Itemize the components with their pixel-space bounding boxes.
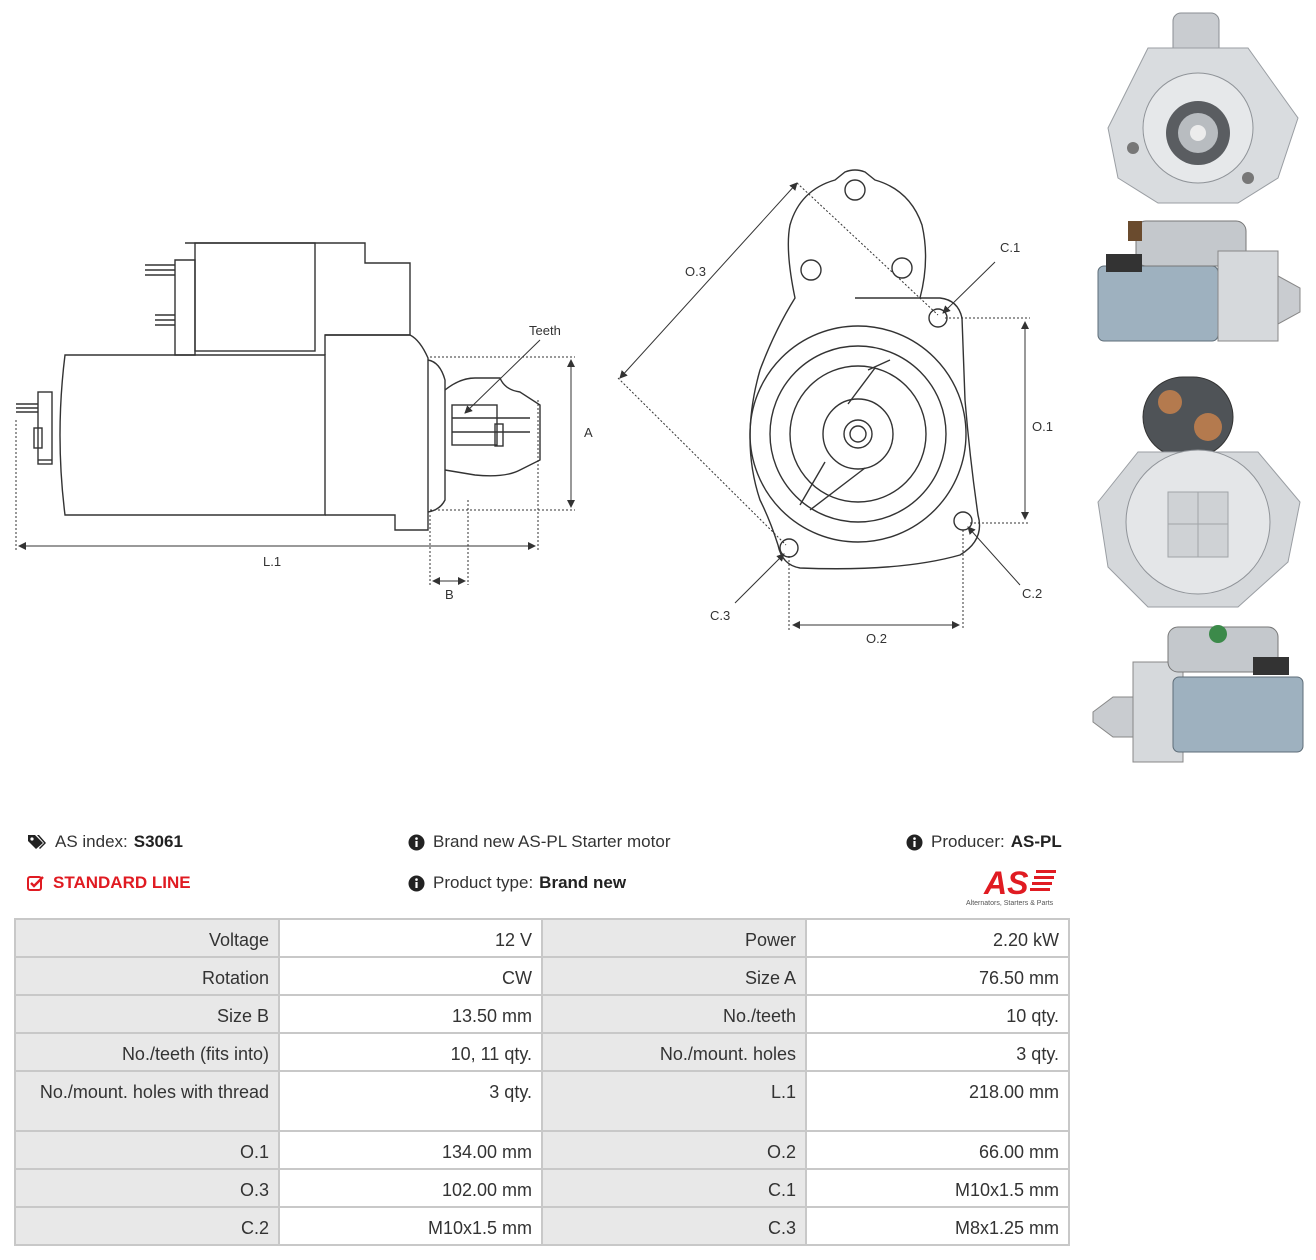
side-view-dimensions — [15, 339, 575, 585]
table-row: O.3 102.00 mm C.1 M10x1.5 mm — [14, 1168, 1070, 1208]
product-description-text: Brand new AS-PL Starter motor — [433, 832, 671, 851]
spec-value: 10 qty. — [805, 994, 1070, 1034]
spec-value: 134.00 mm — [278, 1130, 543, 1170]
table-row: Voltage 12 V Power 2.20 kW — [14, 918, 1070, 958]
table-row: C.2 M10x1.5 mm C.3 M8x1.25 mm — [14, 1206, 1070, 1246]
spec-key: Size B — [14, 994, 280, 1034]
label-l1: L.1 — [263, 554, 281, 569]
starter-front-view-photo[interactable] — [1088, 8, 1308, 208]
side-view-outline — [16, 242, 541, 531]
spec-value: 66.00 mm — [805, 1130, 1070, 1170]
label-o3: O.3 — [685, 264, 706, 279]
spec-key: C.2 — [14, 1206, 280, 1246]
spec-value: CW — [278, 956, 543, 996]
checkbox-checked-icon — [27, 875, 45, 891]
front-view-dimensions — [617, 182, 1030, 630]
info-icon — [408, 875, 425, 892]
spec-key: O.1 — [14, 1130, 280, 1170]
starter-side-view-2-photo[interactable] — [1088, 622, 1308, 774]
info-icon — [906, 834, 923, 851]
table-row: Rotation CW Size A 76.50 mm — [14, 956, 1070, 996]
label-c2: C.2 — [1022, 586, 1042, 601]
front-view-outline — [749, 169, 981, 570]
table-row: No./mount. holes with thread 3 qty. L.1 … — [14, 1070, 1070, 1132]
spec-value: 76.50 mm — [805, 956, 1070, 996]
spec-key: No./mount. holes — [541, 1032, 807, 1072]
label-c1: C.1 — [1000, 240, 1020, 255]
spec-value: M10x1.5 mm — [805, 1168, 1070, 1208]
product-description: Brand new AS-PL Starter motor — [408, 832, 670, 852]
label-teeth: Teeth — [529, 323, 561, 338]
spec-value: 218.00 mm — [805, 1070, 1070, 1132]
spec-key: O.3 — [14, 1168, 280, 1208]
table-row: Size B 13.50 mm No./teeth 10 qty. — [14, 994, 1070, 1034]
label-o1: O.1 — [1032, 419, 1053, 434]
spec-key: Size A — [541, 956, 807, 996]
spec-key: Voltage — [14, 918, 280, 958]
as-index-value: S3061 — [133, 832, 183, 851]
product-type-label: Product type: — [433, 873, 534, 892]
table-row: O.1 134.00 mm O.2 66.00 mm — [14, 1130, 1070, 1170]
logo-tagline: Alternators, Starters & Parts — [966, 900, 1054, 907]
spec-value: M10x1.5 mm — [278, 1206, 543, 1246]
product-type-value: Brand new — [539, 873, 627, 892]
starter-side-view-photo[interactable] — [1088, 216, 1308, 346]
spec-key: C.1 — [541, 1168, 807, 1208]
spec-value: 12 V — [278, 918, 543, 958]
producer: Producer: AS-PL — [906, 832, 1062, 852]
spec-key: C.3 — [541, 1206, 807, 1246]
spec-value: 3 qty. — [805, 1032, 1070, 1072]
spec-key: O.2 — [541, 1130, 807, 1170]
spec-value: 2.20 kW — [805, 918, 1070, 958]
spec-key: No./mount. holes with thread — [14, 1070, 280, 1132]
table-row: No./teeth (fits into) 10, 11 qty. No./mo… — [14, 1032, 1070, 1072]
spec-key: No./teeth — [541, 994, 807, 1034]
spec-key: Rotation — [14, 956, 280, 996]
spec-value: 13.50 mm — [278, 994, 543, 1034]
label-b: B — [445, 587, 454, 602]
producer-value: AS-PL — [1010, 832, 1062, 851]
label-c3: C.3 — [710, 608, 730, 623]
as-index: AS index: S3061 — [27, 832, 183, 852]
info-icon — [408, 834, 425, 851]
standard-line-label: STANDARD LINE — [53, 873, 191, 892]
label-a: A — [584, 425, 593, 440]
specifications-table: Voltage 12 V Power 2.20 kW Rotation CW S… — [14, 918, 1070, 1246]
as-pl-logo: AS Alternators, Starters & Parts — [966, 865, 1056, 907]
spec-value: 10, 11 qty. — [278, 1032, 543, 1072]
standard-line-badge: STANDARD LINE — [27, 873, 191, 893]
product-type: Product type: Brand new — [408, 873, 626, 893]
starter-rear-view-photo[interactable] — [1088, 372, 1308, 612]
spec-key: No./teeth (fits into) — [14, 1032, 280, 1072]
logo-text: AS — [983, 865, 1029, 901]
spec-key: Power — [541, 918, 807, 958]
as-index-label: AS index: — [55, 832, 128, 851]
tags-icon — [27, 834, 47, 850]
spec-value: 3 qty. — [278, 1070, 543, 1132]
spec-value: 102.00 mm — [278, 1168, 543, 1208]
technical-drawing: Teeth A L.1 B O.3 C.1 O — [15, 169, 1053, 646]
label-o2: O.2 — [866, 631, 887, 646]
producer-label: Producer: — [931, 832, 1005, 851]
spec-value: M8x1.25 mm — [805, 1206, 1070, 1246]
spec-key: L.1 — [541, 1070, 807, 1132]
